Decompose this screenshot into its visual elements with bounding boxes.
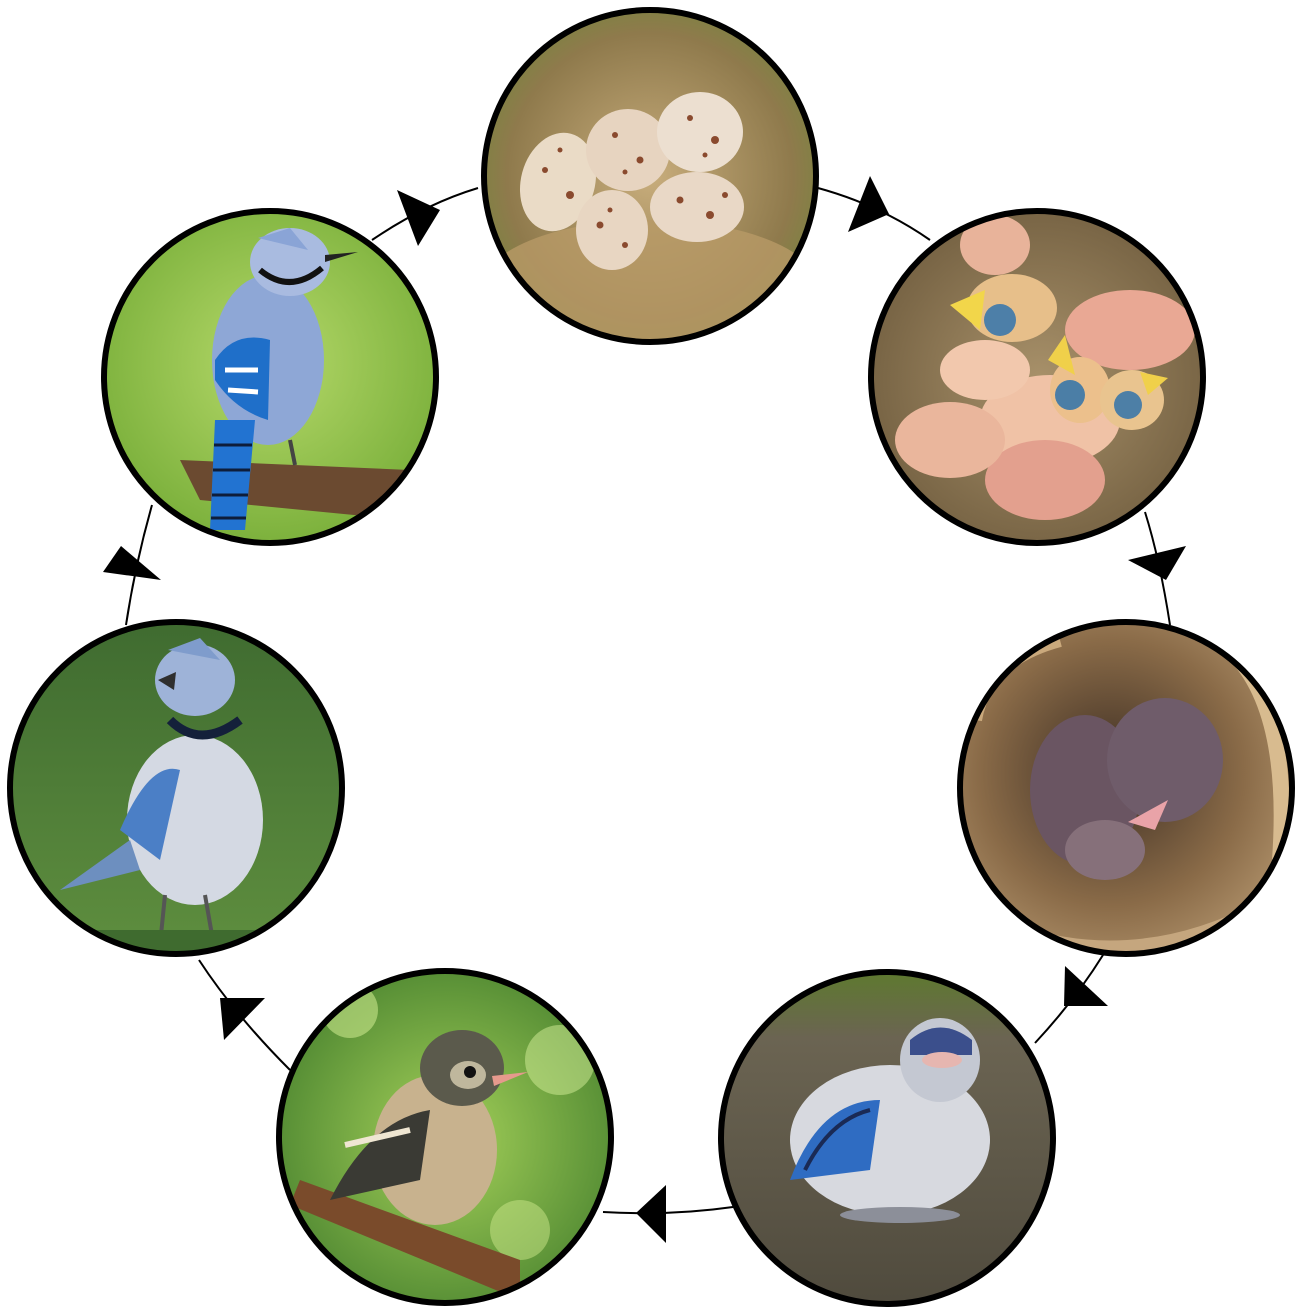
arrowhead-to-adult-perched [103,546,161,580]
stage-hatchlings [870,210,1210,550]
arrowhead-to-eggs [397,190,440,246]
arrowhead-to-adult-standing [220,998,265,1040]
arrowhead-to-fledgling [1064,966,1108,1006]
stage-eggs [480,6,820,360]
stage-fledgling [720,970,1060,1307]
arrowhead-to-juvenile [636,1185,666,1243]
stage-adult-standing [8,620,348,960]
stage-adult-perched [100,210,440,550]
connector-fledgling-to-juvenile [603,1207,733,1213]
stage-nestlings [958,620,1298,960]
arrowhead-to-hatchlings [848,176,889,232]
stage-juvenile [278,970,618,1307]
arrowhead-to-nestlings [1128,546,1186,580]
